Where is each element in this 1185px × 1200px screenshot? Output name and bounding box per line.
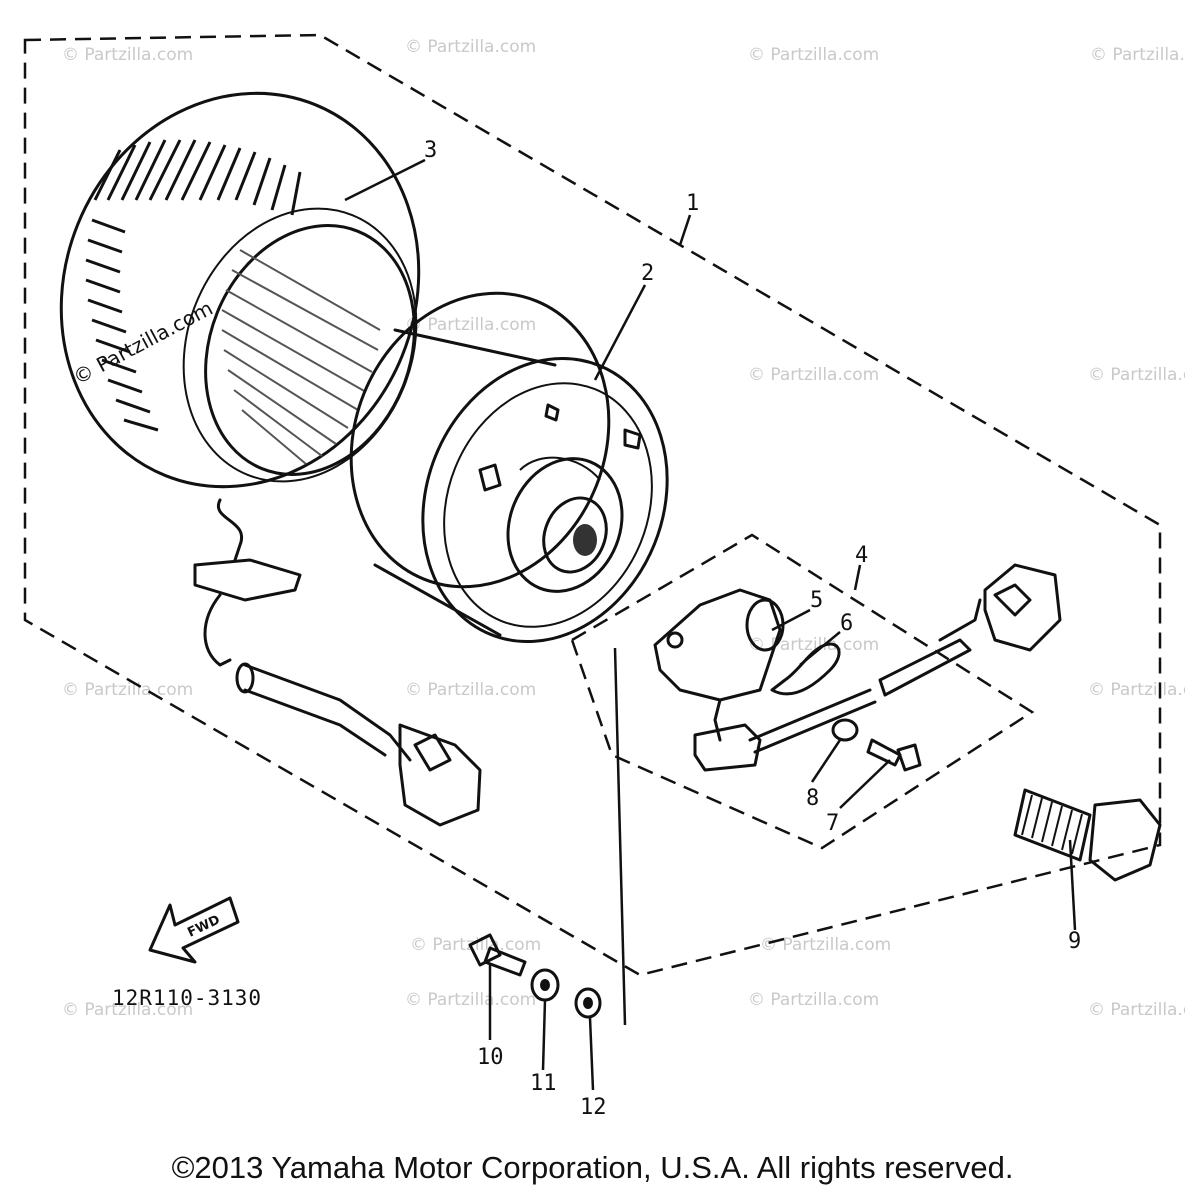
stator-coil [59,91,482,827]
washer-12 [574,987,602,1019]
watermark: © Partzilla.com [405,315,536,335]
washer-11-hole [540,979,550,991]
callout-numbers: 1 2 3 4 5 6 7 8 9 10 11 12 [424,138,1081,1120]
watermark: © Partzilla.com [748,365,879,385]
copyright-notice: ©2013 Yamaha Motor Corporation, U.S.A. A… [171,1150,1014,1185]
watermark: © Partzilla.com [748,990,879,1010]
watermark: © Partzilla.com [748,45,879,65]
forward-arrow: FWD [148,896,240,964]
callout-6: 6 [840,611,853,636]
watermark: © Partzilla.com [1088,365,1185,385]
callout-4: 4 [855,543,868,568]
rotor [349,291,669,644]
callout-5: 5 [810,588,823,613]
callout-9: 9 [1068,929,1081,954]
callout-3: 3 [424,138,437,163]
assembly-boundary [23,33,1162,977]
watermark: © Partzilla.com [405,680,536,700]
watermark: © Partzilla.com [62,45,193,65]
watermark: © Partzilla.com [1088,680,1185,700]
washer-12-hole [583,997,593,1009]
watermarks: © Partzilla.com © Partzilla.com © Partzi… [62,37,1185,1020]
watermark: © Partzilla.com [405,990,536,1010]
screw-10 [468,933,527,977]
bolt-9 [1013,788,1162,882]
leader-lines [344,158,1077,1091]
callout-1: 1 [686,191,699,216]
callout-11: 11 [530,1071,557,1096]
watermark: © Partzilla.com [410,935,541,955]
callout-10: 10 [477,1045,504,1070]
diagram-code: 12R110-3130 [112,986,262,1010]
watermark: © Partzilla.com [62,1000,193,1020]
watermark: © Partzilla.com [760,935,891,955]
screw-7 [866,738,922,772]
subassembly-boundary [570,533,1035,850]
watermark: © Partzilla.com [1088,1000,1185,1020]
callout-7: 7 [826,811,839,836]
watermark: © Partzilla.com [405,37,536,57]
washer-8 [831,718,859,742]
callout-12: 12 [580,1095,607,1120]
callout-2: 2 [641,261,654,286]
callout-8: 8 [806,786,819,811]
pickup-coil [653,563,1062,772]
watermark: © Partzilla.com [62,680,193,700]
watermark: © Partzilla.com [1090,45,1185,65]
